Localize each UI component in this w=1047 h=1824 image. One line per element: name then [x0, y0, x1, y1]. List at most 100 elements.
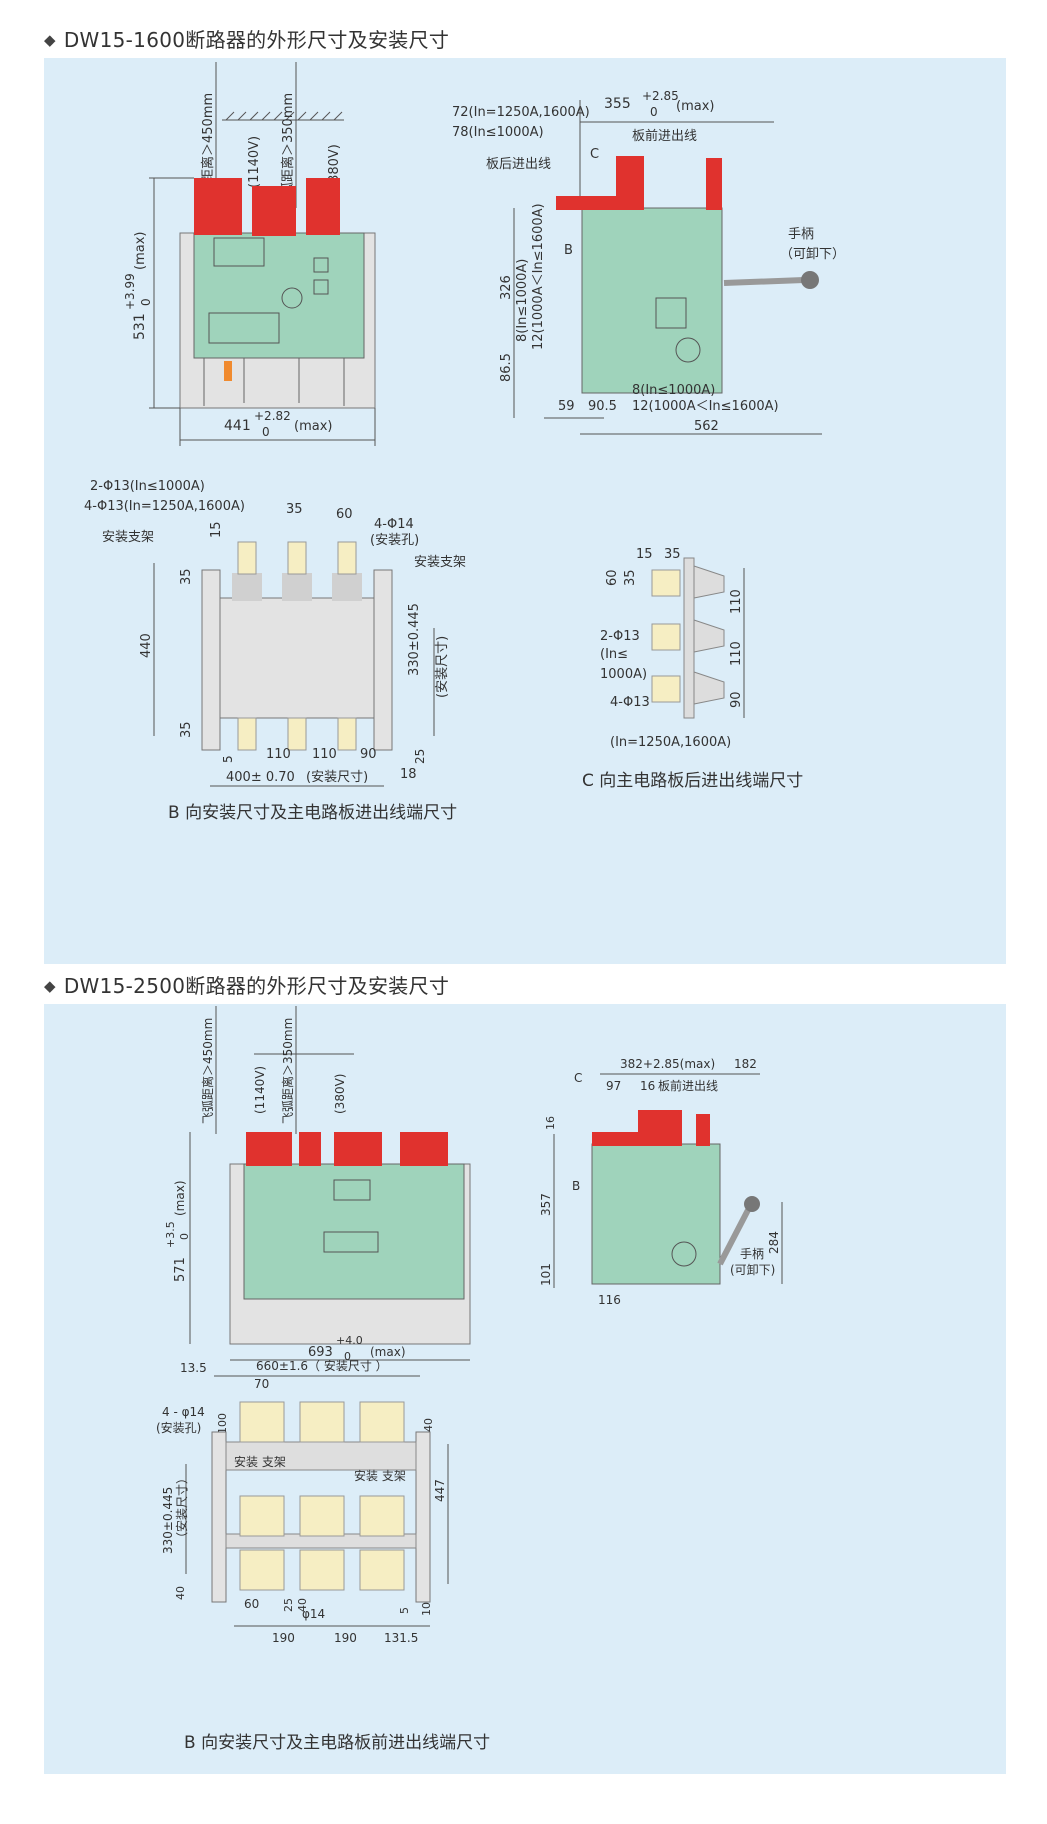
svg-text:飞弧距离＞450mm: 飞弧距离＞450mm	[200, 1018, 215, 1124]
svg-text:8(In≤1000A): 8(In≤1000A)	[632, 383, 715, 398]
svg-text:693: 693	[308, 1345, 333, 1360]
svg-text:70: 70	[254, 1377, 269, 1391]
svg-text:15: 15	[209, 521, 224, 538]
svg-text:4-Φ13: 4-Φ13	[610, 695, 650, 710]
section-1-panel: 飞弧距离＞450mm (1140V) 飞弧距离＞350mm (380V) 531…	[44, 58, 1006, 964]
svg-text:0: 0	[650, 105, 658, 119]
svg-text:安装支架: 安装支架	[102, 530, 154, 545]
svg-text:35: 35	[286, 502, 303, 517]
svg-text:4-Φ14: 4-Φ14	[374, 517, 414, 532]
svg-text:(max): (max)	[676, 99, 714, 114]
svg-text:B: B	[564, 243, 573, 258]
svg-text:(max): (max)	[294, 419, 332, 434]
svg-text:35: 35	[179, 568, 194, 585]
svg-text:(可卸下): (可卸下)	[730, 1262, 775, 1277]
svg-text:35: 35	[179, 721, 194, 738]
svg-text:90: 90	[360, 747, 377, 762]
svg-text:10: 10	[420, 1602, 433, 1616]
svg-text:440: 440	[139, 633, 154, 658]
svg-text:78(In≤1000A): 78(In≤1000A)	[452, 125, 544, 140]
svg-text:（安装尺寸）: （安装尺寸）	[174, 1472, 189, 1544]
b-view-caption-1: B 向安装尺寸及主电路板进出线端尺寸	[168, 803, 457, 823]
svg-text:110: 110	[729, 641, 744, 666]
svg-text:97: 97	[606, 1079, 621, 1093]
svg-text:手柄: 手柄	[788, 227, 814, 242]
svg-text:190: 190	[272, 1631, 295, 1645]
svg-text:2-Φ13: 2-Φ13	[600, 629, 640, 644]
svg-text:182: 182	[734, 1057, 757, 1071]
section-2-panel: 飞弧距离＞450mm (1140V) 飞弧距离＞350mm (380V) 571…	[44, 1004, 1006, 1774]
side-view-1600: 72(In=1250A,1600A) 78(In≤1000A) 355 +2.8…	[452, 89, 845, 435]
svg-text:131.5: 131.5	[384, 1631, 418, 1645]
svg-text:59: 59	[558, 399, 575, 414]
svg-text:190: 190	[334, 1631, 357, 1645]
bullet-diamond-icon: ◆	[44, 31, 56, 49]
svg-text:+3.5: +3.5	[164, 1221, 177, 1248]
svg-text:(1140V): (1140V)	[253, 1066, 267, 1114]
svg-text:2-Φ13(In≤1000A): 2-Φ13(In≤1000A)	[90, 479, 205, 494]
svg-text:25: 25	[282, 1598, 295, 1612]
svg-text:(安装孔): (安装孔)	[156, 1420, 201, 1435]
svg-text:0: 0	[139, 298, 153, 306]
svg-text:安装 支架: 安装 支架	[354, 1468, 406, 1483]
svg-text:25: 25	[413, 749, 427, 764]
section-2-title: ◆DW15-2500断路器的外形尺寸及安装尺寸	[44, 974, 450, 998]
svg-text:330±0.445: 330±0.445	[161, 1487, 175, 1554]
svg-text:（可卸下）: （可卸下）	[780, 246, 845, 262]
svg-text:13.5: 13.5	[180, 1361, 207, 1375]
svg-text:C: C	[590, 147, 599, 162]
svg-text:+2.85: +2.85	[642, 89, 679, 103]
svg-text:16: 16	[544, 1116, 557, 1130]
svg-text:8(In≤1000A): 8(In≤1000A)	[515, 259, 530, 342]
svg-text:330±0.445: 330±0.445	[407, 603, 422, 676]
svg-text:C: C	[574, 1071, 582, 1085]
svg-text:326: 326	[499, 275, 514, 300]
c-view-1600: 15 35 60 35 110 110 90 2-Φ13 (In≤ 1000A)…	[582, 547, 803, 791]
svg-text:(380V): (380V)	[333, 1074, 347, 1114]
svg-text:101: 101	[539, 1263, 553, 1286]
svg-text:116: 116	[598, 1293, 621, 1307]
svg-text:110: 110	[266, 747, 291, 762]
svg-text:357: 357	[539, 1193, 553, 1216]
svg-text:安装 支架: 安装 支架	[234, 1454, 286, 1469]
front-view-2500: 飞弧距离＞450mm (1140V) 飞弧距离＞350mm (380V) 571…	[164, 1006, 471, 1363]
svg-text:(安装尺寸): (安装尺寸)	[435, 636, 450, 698]
svg-text:+4.0: +4.0	[336, 1334, 363, 1347]
arc-voltage-1: (1140V)	[247, 136, 262, 188]
svg-text:12(1000A＜In≤1600A): 12(1000A＜In≤1600A)	[632, 399, 779, 414]
svg-text:手柄: 手柄	[740, 1247, 764, 1261]
svg-text:(max): (max)	[173, 1180, 187, 1216]
svg-text:60: 60	[336, 507, 353, 522]
svg-text:60: 60	[605, 569, 620, 586]
svg-text:飞弧距离＞350mm: 飞弧距离＞350mm	[280, 1018, 295, 1124]
svg-text:安装支架: 安装支架	[414, 555, 466, 570]
svg-text:(In≤: (In≤	[600, 647, 628, 662]
section-2-drawing: 飞弧距离＞450mm (1140V) 飞弧距离＞350mm (380V) 571…	[156, 1006, 783, 1753]
svg-text:(安装孔): (安装孔)	[370, 533, 419, 548]
svg-text:5: 5	[221, 755, 235, 763]
svg-text:100: 100	[216, 1413, 229, 1434]
svg-text:571: 571	[173, 1257, 188, 1282]
svg-text:447: 447	[433, 1479, 447, 1502]
svg-text:110: 110	[729, 589, 744, 614]
svg-text:5: 5	[398, 1607, 411, 1614]
svg-text:110: 110	[312, 747, 337, 762]
svg-text:90: 90	[729, 691, 744, 708]
b-view-caption-2: B 向安装尺寸及主电路板前进出线端尺寸	[184, 1733, 490, 1753]
svg-text:60: 60	[244, 1597, 259, 1611]
svg-text:35: 35	[664, 547, 681, 562]
svg-text:0: 0	[262, 425, 270, 439]
svg-text:4-Φ13(In=1250A,1600A): 4-Φ13(In=1250A,1600A)	[84, 499, 245, 514]
svg-text:12(1000A＜In≤1600A): 12(1000A＜In≤1600A)	[531, 203, 546, 350]
b-view-1600: 2-Φ13(In≤1000A) 4-Φ13(In=1250A,1600A) 35…	[84, 479, 466, 823]
svg-text:35: 35	[623, 569, 638, 586]
svg-text:B: B	[572, 1179, 580, 1193]
svg-text:90.5: 90.5	[588, 399, 617, 414]
width-value: 441	[224, 418, 251, 434]
svg-text:16: 16	[640, 1079, 655, 1093]
svg-text:(max): (max)	[133, 232, 148, 270]
section-1-title: ◆DW15-1600断路器的外形尺寸及安装尺寸	[44, 28, 450, 52]
svg-text:(安装尺寸): (安装尺寸)	[306, 770, 368, 785]
svg-text:φ14: φ14	[302, 1607, 325, 1621]
svg-text:72(In=1250A,1600A): 72(In=1250A,1600A)	[452, 105, 590, 120]
